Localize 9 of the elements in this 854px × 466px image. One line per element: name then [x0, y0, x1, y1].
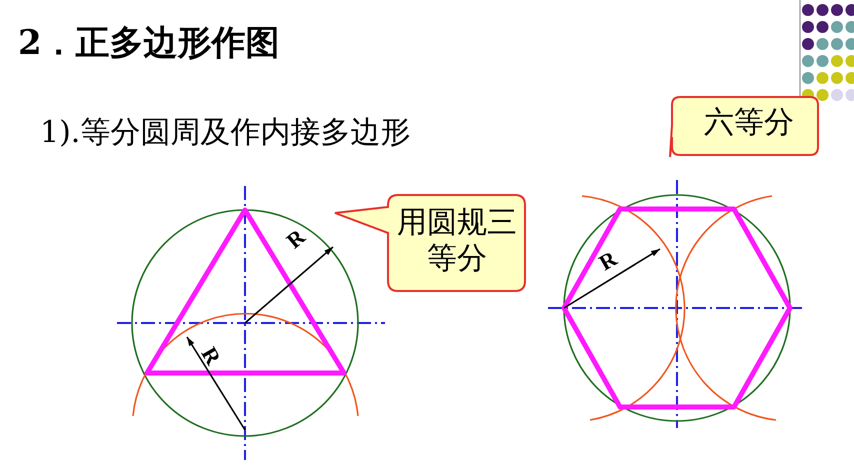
radius-label: R	[197, 344, 224, 368]
slide-title: 2．正多边形作图	[18, 22, 280, 65]
subtitle: 1).等分圆周及作内接多边形	[40, 114, 410, 152]
radius-label: R	[596, 248, 620, 274]
radius-label: R	[282, 225, 310, 253]
callout-bubble	[668, 95, 820, 159]
callout-bubble	[333, 193, 527, 295]
callout-text: 用圆规三等分	[396, 205, 518, 277]
callout-text: 六等分	[703, 105, 795, 141]
